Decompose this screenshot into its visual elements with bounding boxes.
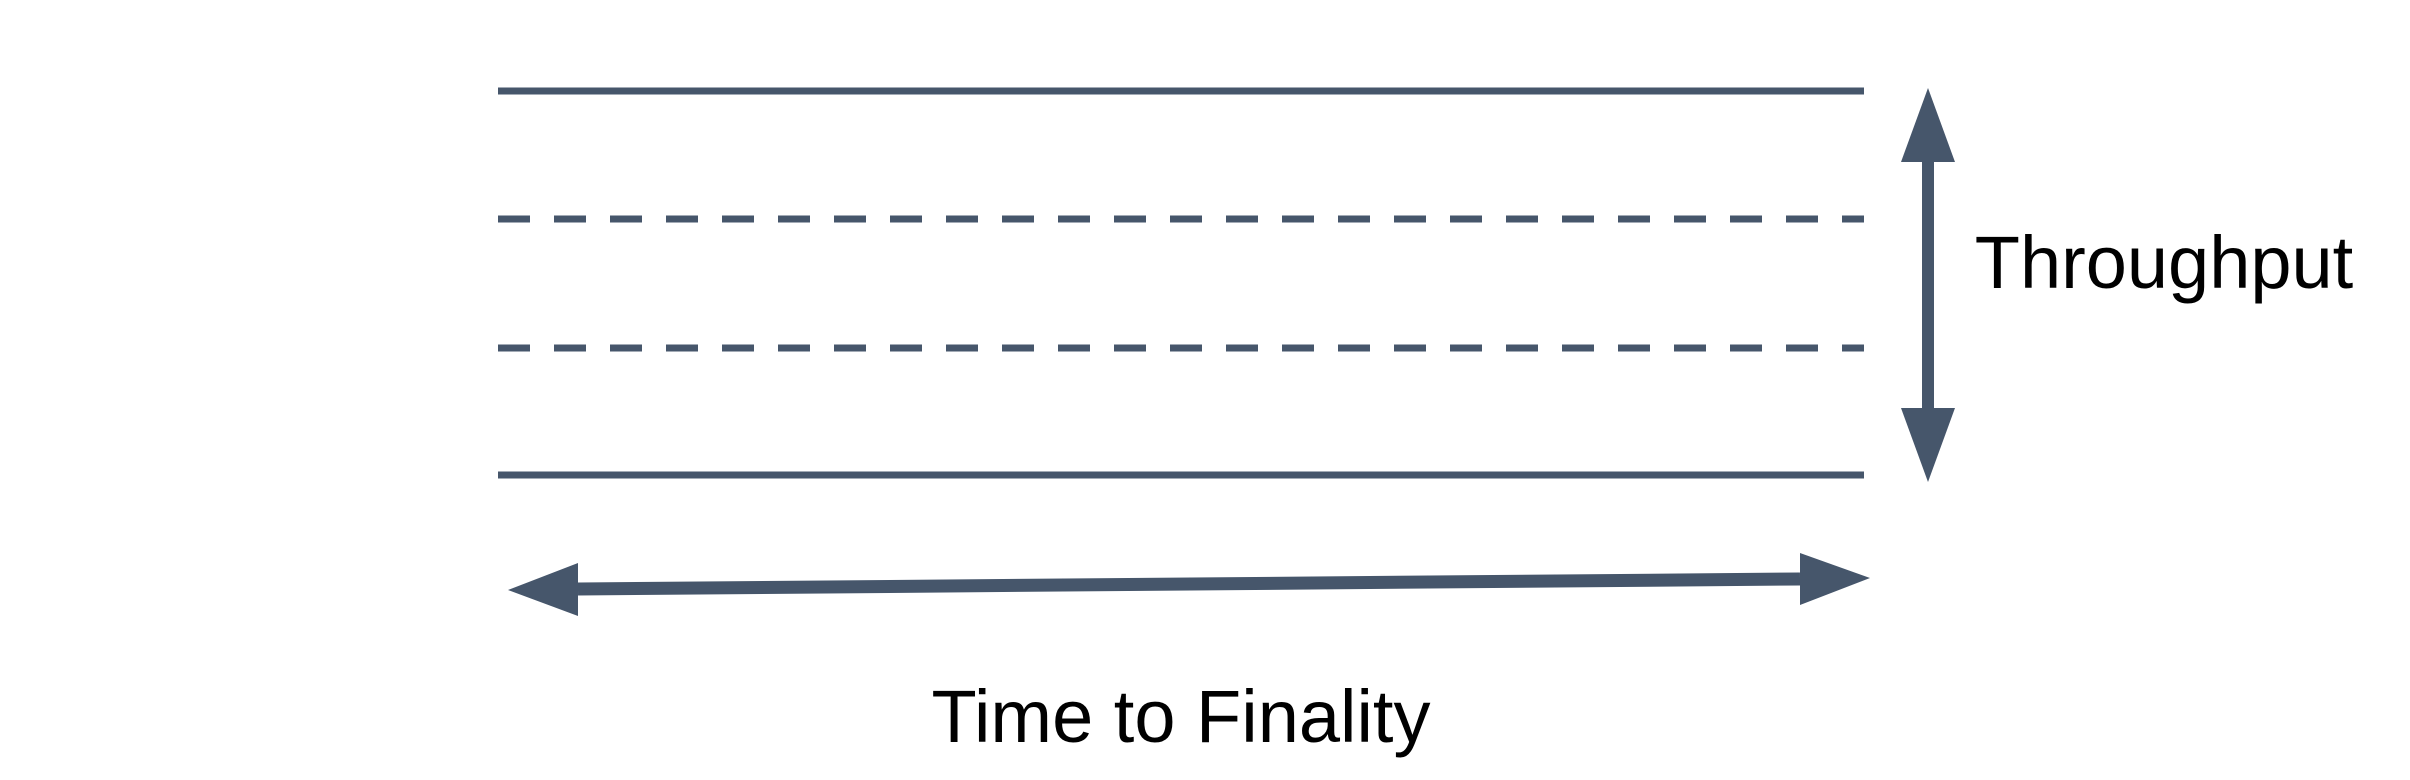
time-to-finality-double-arrow-icon (508, 553, 1870, 616)
time-to-finality-arrow-head-right (1800, 553, 1870, 605)
throughput-label: Throughput (1975, 221, 2354, 304)
time-to-finality-arrow-head-left (508, 563, 578, 616)
throughput-arrow-head-bottom (1901, 408, 1955, 482)
throughput-double-arrow-icon (1901, 88, 1955, 482)
throughput-arrow-head-top (1901, 88, 1955, 162)
time-to-finality-arrow-shaft (577, 572, 1801, 596)
time-to-finality-label: Time to Finality (932, 675, 1431, 758)
